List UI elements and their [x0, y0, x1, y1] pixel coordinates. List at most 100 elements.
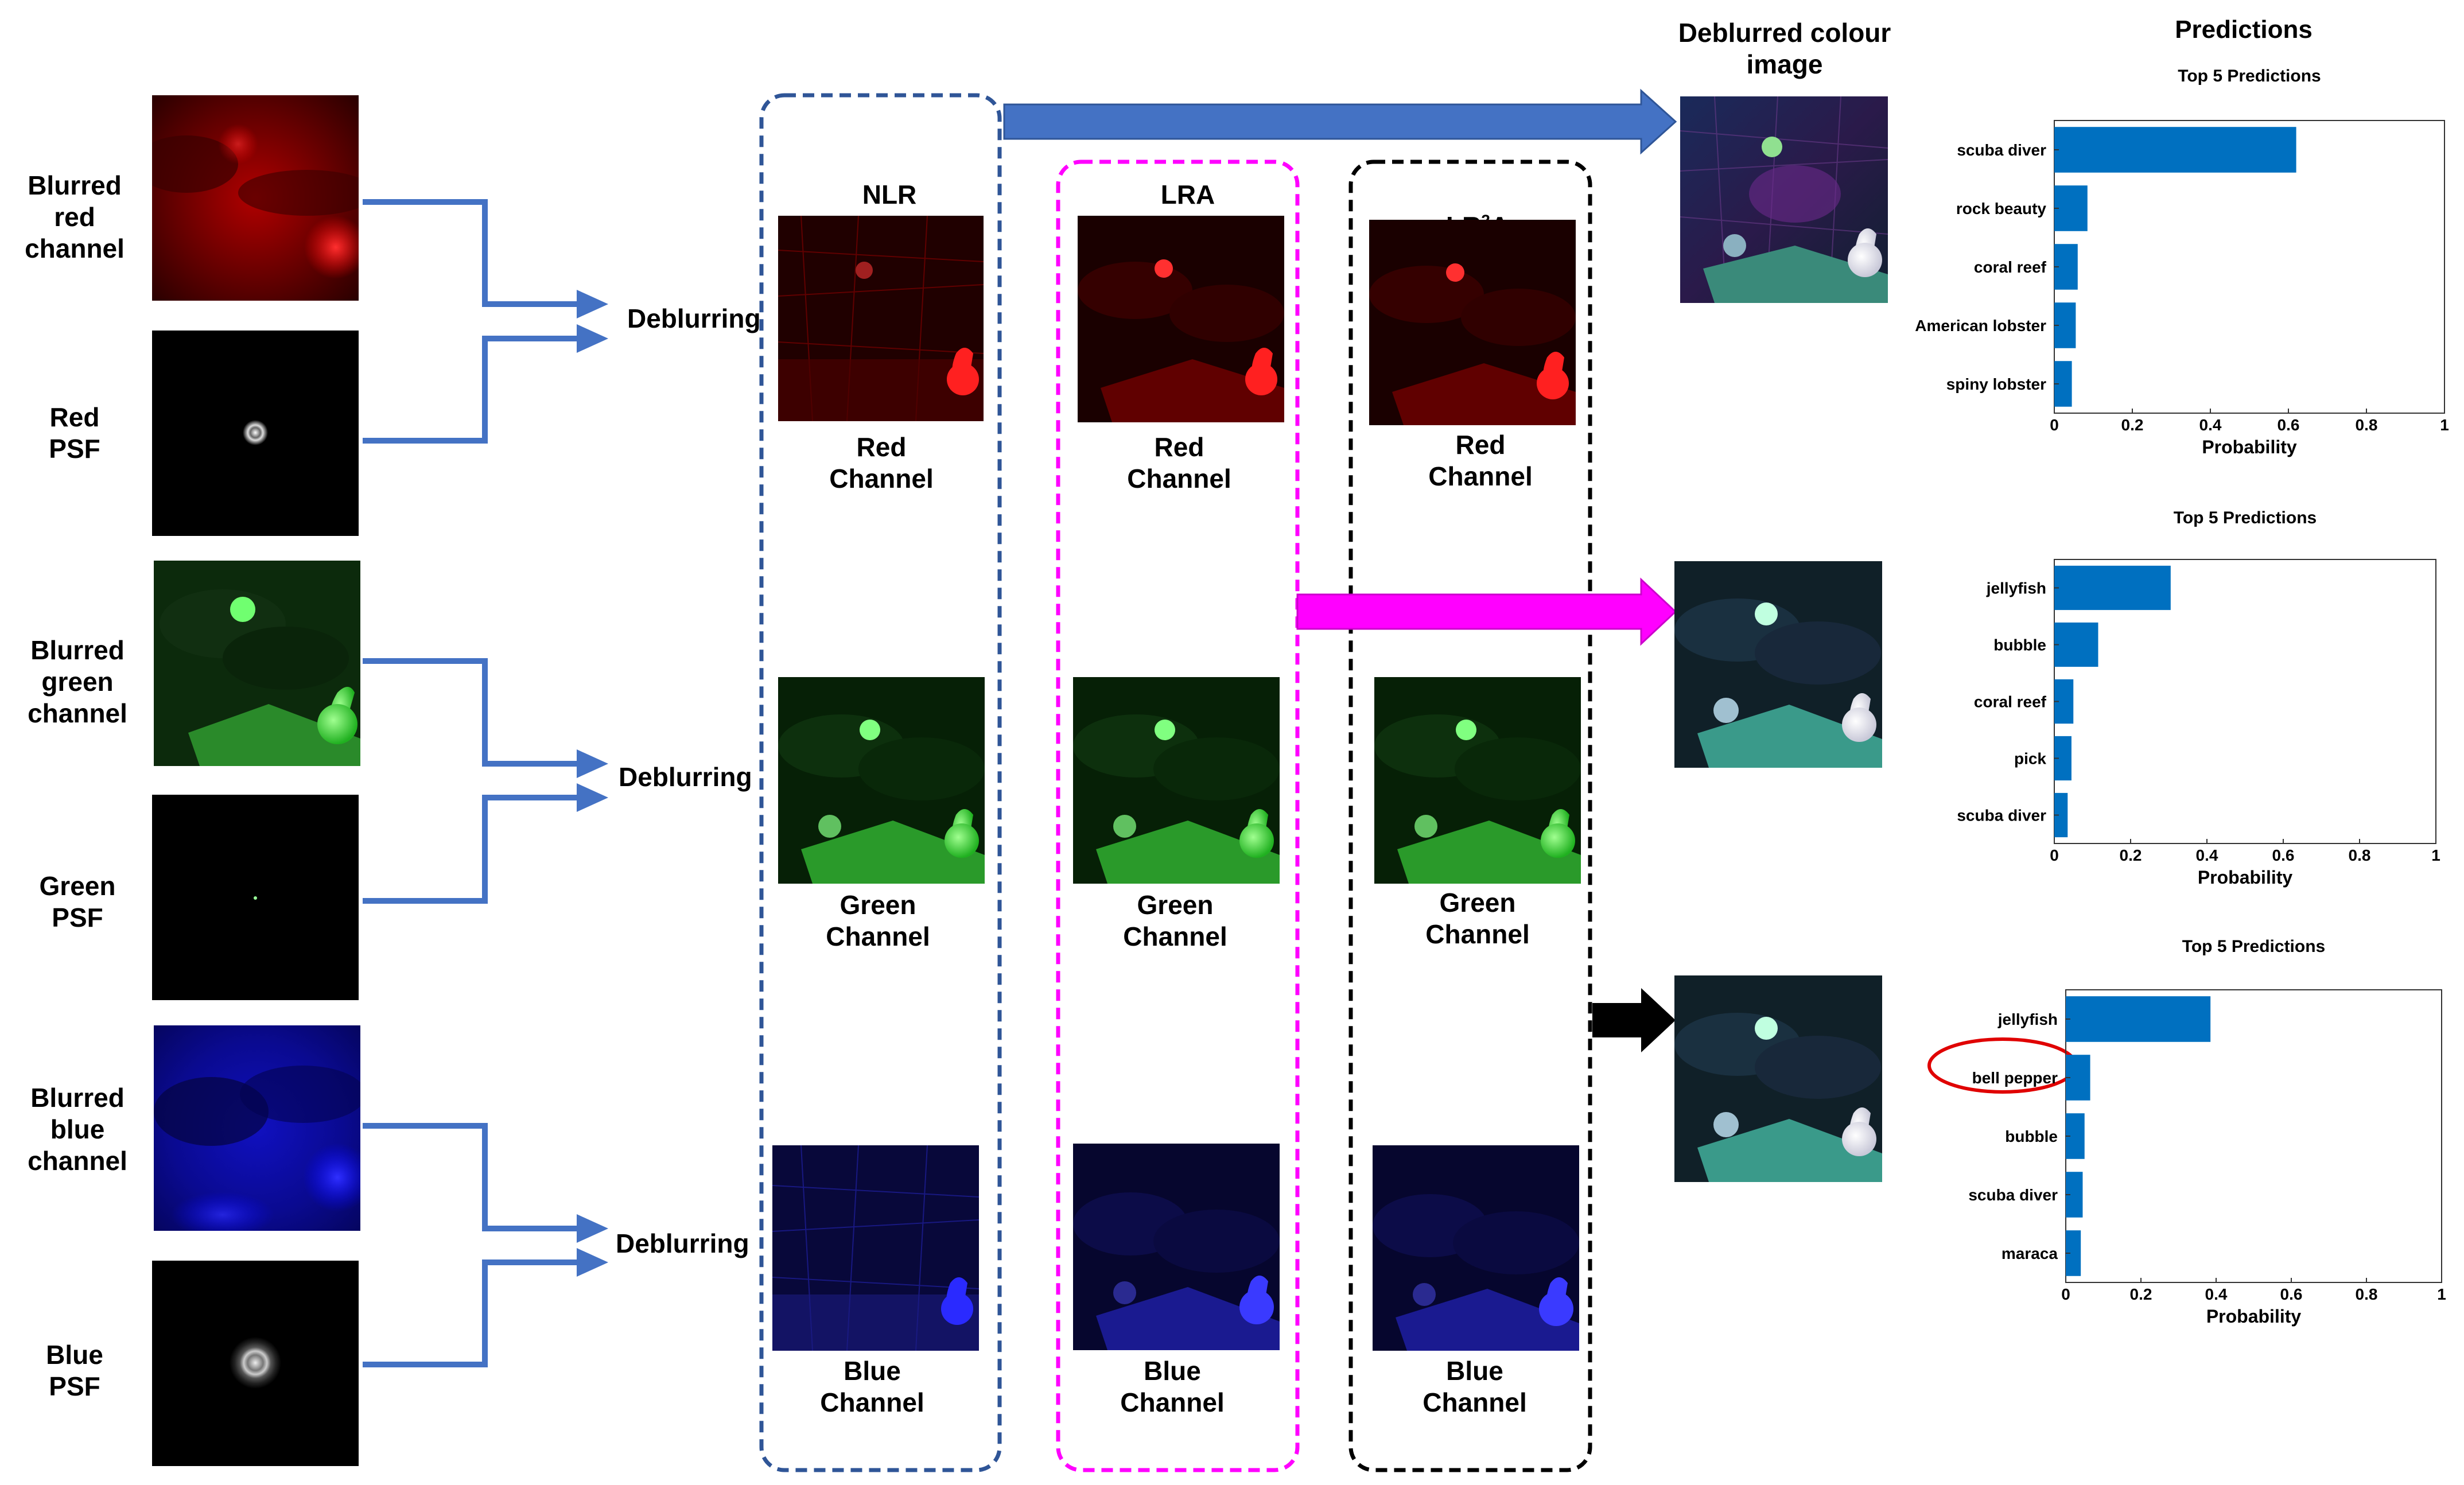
x-tick-label: 0	[2061, 1285, 2070, 1303]
connector-red-top	[363, 199, 580, 307]
lra-green-image	[1073, 677, 1280, 884]
bar	[2054, 185, 2088, 231]
connector-blue-bottom	[363, 1259, 580, 1367]
x-tick-label: 1	[2440, 416, 2449, 434]
lr2a-red-channel-label: Red Channel	[1428, 430, 1533, 492]
x-tick-label: 0.8	[2356, 1285, 2378, 1303]
x-tick-label: 0.8	[2356, 416, 2378, 434]
deblurring-label-green: Deblurring	[619, 762, 752, 792]
label-green-psf: Green PSF	[39, 871, 116, 933]
lra-box	[1056, 160, 1300, 1472]
predictions-title: Predictions	[2175, 15, 2313, 44]
nlr-colour-output-image	[1680, 96, 1888, 303]
category-label: pick	[2014, 750, 2046, 768]
label-blue-psf: Blue PSF	[46, 1340, 103, 1402]
label-blurred-green: Blurred green channel	[28, 635, 127, 729]
lr2a-green-image	[1374, 677, 1581, 884]
arrowhead-green-bottom	[577, 783, 608, 812]
category-label: scuba diver	[1968, 1186, 2058, 1204]
bar	[2066, 996, 2211, 1042]
chart-svg: Top 5 Predictions jellyfish bell pepper bub…	[1968, 937, 2446, 1327]
category-label: coral reef	[1974, 258, 2047, 276]
x-axis-label: Probability	[2202, 437, 2297, 457]
x-tick-label: 0.2	[2120, 846, 2142, 864]
chart-svg: Top 5 Predictions jellyfish bubble coral re…	[1957, 508, 2440, 888]
arrowhead-red-bottom	[577, 324, 608, 353]
x-tick-label: 0.6	[2272, 846, 2295, 864]
arrowhead-blue-top	[577, 1214, 608, 1243]
deblurring-label-blue: Deblurring	[616, 1229, 749, 1258]
connector-red-bottom	[363, 336, 580, 444]
bar	[2054, 792, 2068, 838]
category-label: bell pepper	[1972, 1069, 2058, 1087]
x-tick-label: 0.4	[2205, 1285, 2228, 1303]
label-blurred-blue: Blurred blue channel	[28, 1083, 127, 1176]
x-axis-label: Probability	[2206, 1306, 2302, 1327]
lra-blue-channel-label: Blue Channel	[1120, 1356, 1225, 1418]
category-label: American lobster	[1915, 317, 2046, 335]
x-tick-label: 0.8	[2349, 846, 2371, 864]
category-label: coral reef	[1974, 693, 2047, 711]
lr2a-green-channel-label: Green Channel	[1425, 888, 1530, 950]
x-tick-label: 1	[2431, 846, 2440, 864]
nlr-green-image	[778, 677, 985, 884]
lr2a-red-image	[1369, 220, 1576, 425]
chart-title: Top 5 Predictions	[2174, 508, 2317, 527]
connector-green-bottom	[363, 795, 580, 904]
blurred-blue-image	[154, 1025, 360, 1231]
header-lra: LRA	[1160, 180, 1215, 209]
bar	[2054, 565, 2171, 611]
category-label: scuba diver	[1957, 807, 2046, 825]
lr2a-blue-channel-label: Blue Channel	[1423, 1356, 1527, 1418]
nlr-green-channel-label: Green Channel	[826, 890, 930, 952]
prediction-chart-lr2a: Top 5 Predictions jellyfish bell pepper bub…	[1905, 932, 2456, 1334]
bar	[2054, 622, 2098, 667]
lra-green-channel-label: Green Channel	[1123, 890, 1227, 952]
output-title: Deblurred colour image	[1678, 18, 1891, 80]
category-label: maraca	[2001, 1245, 2058, 1262]
x-tick-label: 0.2	[2121, 416, 2144, 434]
lra-red-image	[1078, 216, 1284, 422]
x-tick-label: 0.4	[2196, 846, 2218, 864]
lra-blue-image	[1073, 1144, 1280, 1350]
arrow-lr2a-output	[1592, 988, 1676, 1052]
arrowhead-red-top	[577, 290, 608, 318]
category-label: jellyfish	[1997, 1010, 2058, 1028]
connector-green-top	[363, 658, 580, 767]
x-tick-label: 0.4	[2199, 416, 2222, 434]
blurred-red-image	[152, 95, 359, 301]
connector-blue-top	[363, 1123, 580, 1231]
lra-red-channel-label: Red Channel	[1127, 432, 1231, 494]
arrowhead-blue-bottom	[577, 1248, 608, 1277]
category-label: bubble	[1993, 636, 2046, 654]
nlr-red-image	[778, 216, 984, 421]
nlr-red-channel-label: Red Channel	[829, 432, 934, 494]
category-label: rock beauty	[1956, 200, 2047, 217]
lr2a-box	[1348, 160, 1592, 1472]
chart-title: Top 5 Predictions	[2182, 937, 2325, 956]
x-tick-label: 0	[2050, 416, 2059, 434]
bar	[2054, 127, 2296, 173]
arrow-lra-output	[1296, 577, 1677, 646]
label-red-psf: Red PSF	[49, 402, 100, 464]
label-blurred-red: Blurred red channel	[25, 170, 125, 264]
lra-colour-output-image	[1674, 561, 1882, 768]
prediction-chart-lra: Top 5 Predictions jellyfish bubble coral re…	[1899, 505, 2462, 895]
x-tick-label: 0.6	[2278, 416, 2300, 434]
blurred-green-image	[154, 561, 360, 766]
green-psf-image	[152, 795, 359, 1000]
chart-title: Top 5 Predictions	[2178, 67, 2321, 85]
arrow-nlr-output	[1003, 88, 1677, 155]
deblurring-label-red: Deblurring	[627, 304, 761, 333]
nlr-blue-channel-label: Blue Channel	[820, 1356, 924, 1418]
category-label: bubble	[2005, 1128, 2058, 1145]
x-tick-label: 0.6	[2280, 1285, 2303, 1303]
x-axis-label: Probability	[2198, 867, 2293, 888]
nlr-blue-image	[772, 1145, 979, 1351]
arrowhead-green-top	[577, 749, 608, 778]
category-label: jellyfish	[1986, 580, 2046, 597]
x-tick-label: 1	[2437, 1285, 2446, 1303]
